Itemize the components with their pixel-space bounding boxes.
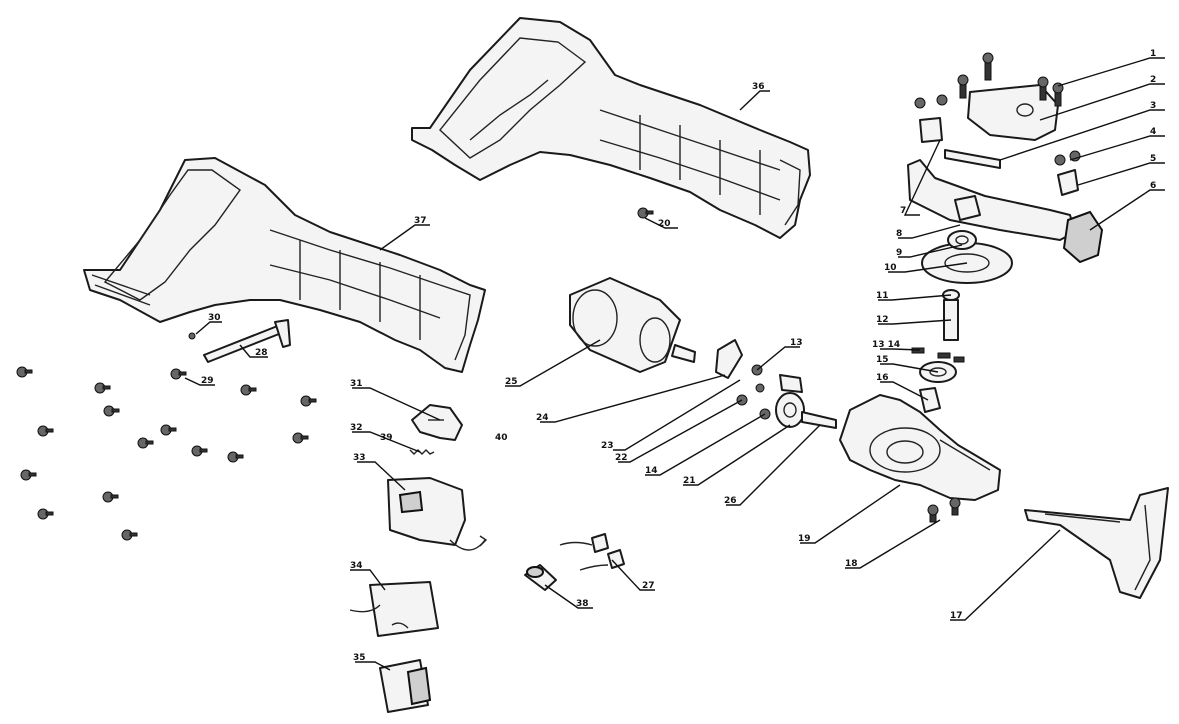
spring <box>409 449 435 455</box>
callout-16: 16 <box>876 373 889 383</box>
callout-14: 14 <box>645 466 658 476</box>
callout-34: 34 <box>350 561 363 571</box>
callout-31: 31 <box>350 379 363 389</box>
callout-29: 29 <box>201 376 214 386</box>
callout-26: 26 <box>724 496 737 506</box>
trigger-switch <box>387 477 488 551</box>
screw-icon <box>102 491 119 503</box>
callout-33: 33 <box>353 453 366 463</box>
callout-36: 36 <box>752 82 765 92</box>
screw-icon <box>227 451 244 463</box>
callout-7: 7 <box>900 206 906 216</box>
callout-12: 12 <box>876 315 889 325</box>
callout-19: 19 <box>798 534 811 544</box>
leader-lines <box>184 57 1165 671</box>
screw-icon <box>191 445 208 457</box>
sleeve-cylinder <box>524 564 557 591</box>
gear-housing <box>839 394 1001 523</box>
callout-24: 24 <box>536 413 549 423</box>
screw-icon <box>37 508 54 520</box>
callout-2: 2 <box>1150 75 1156 85</box>
shoe-clamp-assembly <box>907 52 1104 264</box>
callout-25: 25 <box>505 377 518 387</box>
clamp-disc <box>921 230 1013 284</box>
callout-11: 11 <box>876 291 889 301</box>
callout-35: 35 <box>353 653 366 663</box>
callout-labels: 1 2 3 4 5 6 7 8 9 10 11 12 13 14 13 14 1… <box>201 49 1156 663</box>
callout-8: 8 <box>896 229 902 239</box>
controller-module <box>379 659 432 713</box>
callout-27: 27 <box>642 581 655 591</box>
callout-20: 20 <box>658 219 671 229</box>
motor <box>569 277 696 373</box>
callout-22: 22 <box>615 453 628 463</box>
callout-38: 38 <box>576 599 589 609</box>
callout-10: 10 <box>884 263 897 273</box>
screw-set <box>16 207 654 541</box>
callout-18: 18 <box>845 559 858 569</box>
screw-icon <box>103 405 120 417</box>
screw-icon <box>37 425 54 437</box>
control-board <box>349 581 439 637</box>
callout-3: 3 <box>1150 101 1156 111</box>
screw-icon <box>121 529 138 541</box>
callout-15: 15 <box>876 355 889 365</box>
screw-icon <box>292 432 309 444</box>
callout-37: 37 <box>414 216 427 226</box>
callout-5: 5 <box>1150 154 1156 164</box>
screw-icon <box>94 382 111 394</box>
callout-9: 9 <box>896 248 902 258</box>
callout-1: 1 <box>1150 49 1156 59</box>
callout-39: 39 <box>380 433 393 443</box>
callout-6: 6 <box>1150 181 1156 191</box>
brush-holders <box>559 533 625 571</box>
callout-28: 28 <box>255 348 268 358</box>
plunger-shaft <box>942 289 960 341</box>
base-shoe <box>1024 487 1169 599</box>
callout-40: 40 <box>495 433 508 443</box>
housing-half-lower <box>83 157 486 373</box>
callout-13-14: 13 14 <box>872 340 900 350</box>
screw-icon <box>16 366 33 378</box>
screw-icon <box>637 207 654 219</box>
screw-icon <box>160 424 177 436</box>
callout-21: 21 <box>683 476 696 486</box>
callout-30: 30 <box>208 313 221 323</box>
screw-icon <box>20 469 37 481</box>
guide-rod <box>203 319 291 363</box>
callout-17: 17 <box>950 611 963 621</box>
bearing-set <box>911 347 965 413</box>
housing-half-upper <box>411 17 811 239</box>
screw-icon <box>170 368 187 380</box>
pinion-bracket <box>715 339 803 420</box>
callout-13: 13 <box>790 338 803 348</box>
screw-icon <box>300 395 317 407</box>
callout-32: 32 <box>350 423 363 433</box>
callout-23: 23 <box>601 441 614 451</box>
screw-icon <box>240 384 257 396</box>
small-pin <box>188 332 196 340</box>
callout-4: 4 <box>1150 127 1156 137</box>
trigger-lever <box>411 404 463 441</box>
screw-icon <box>137 437 154 449</box>
drive-gear <box>775 392 837 429</box>
